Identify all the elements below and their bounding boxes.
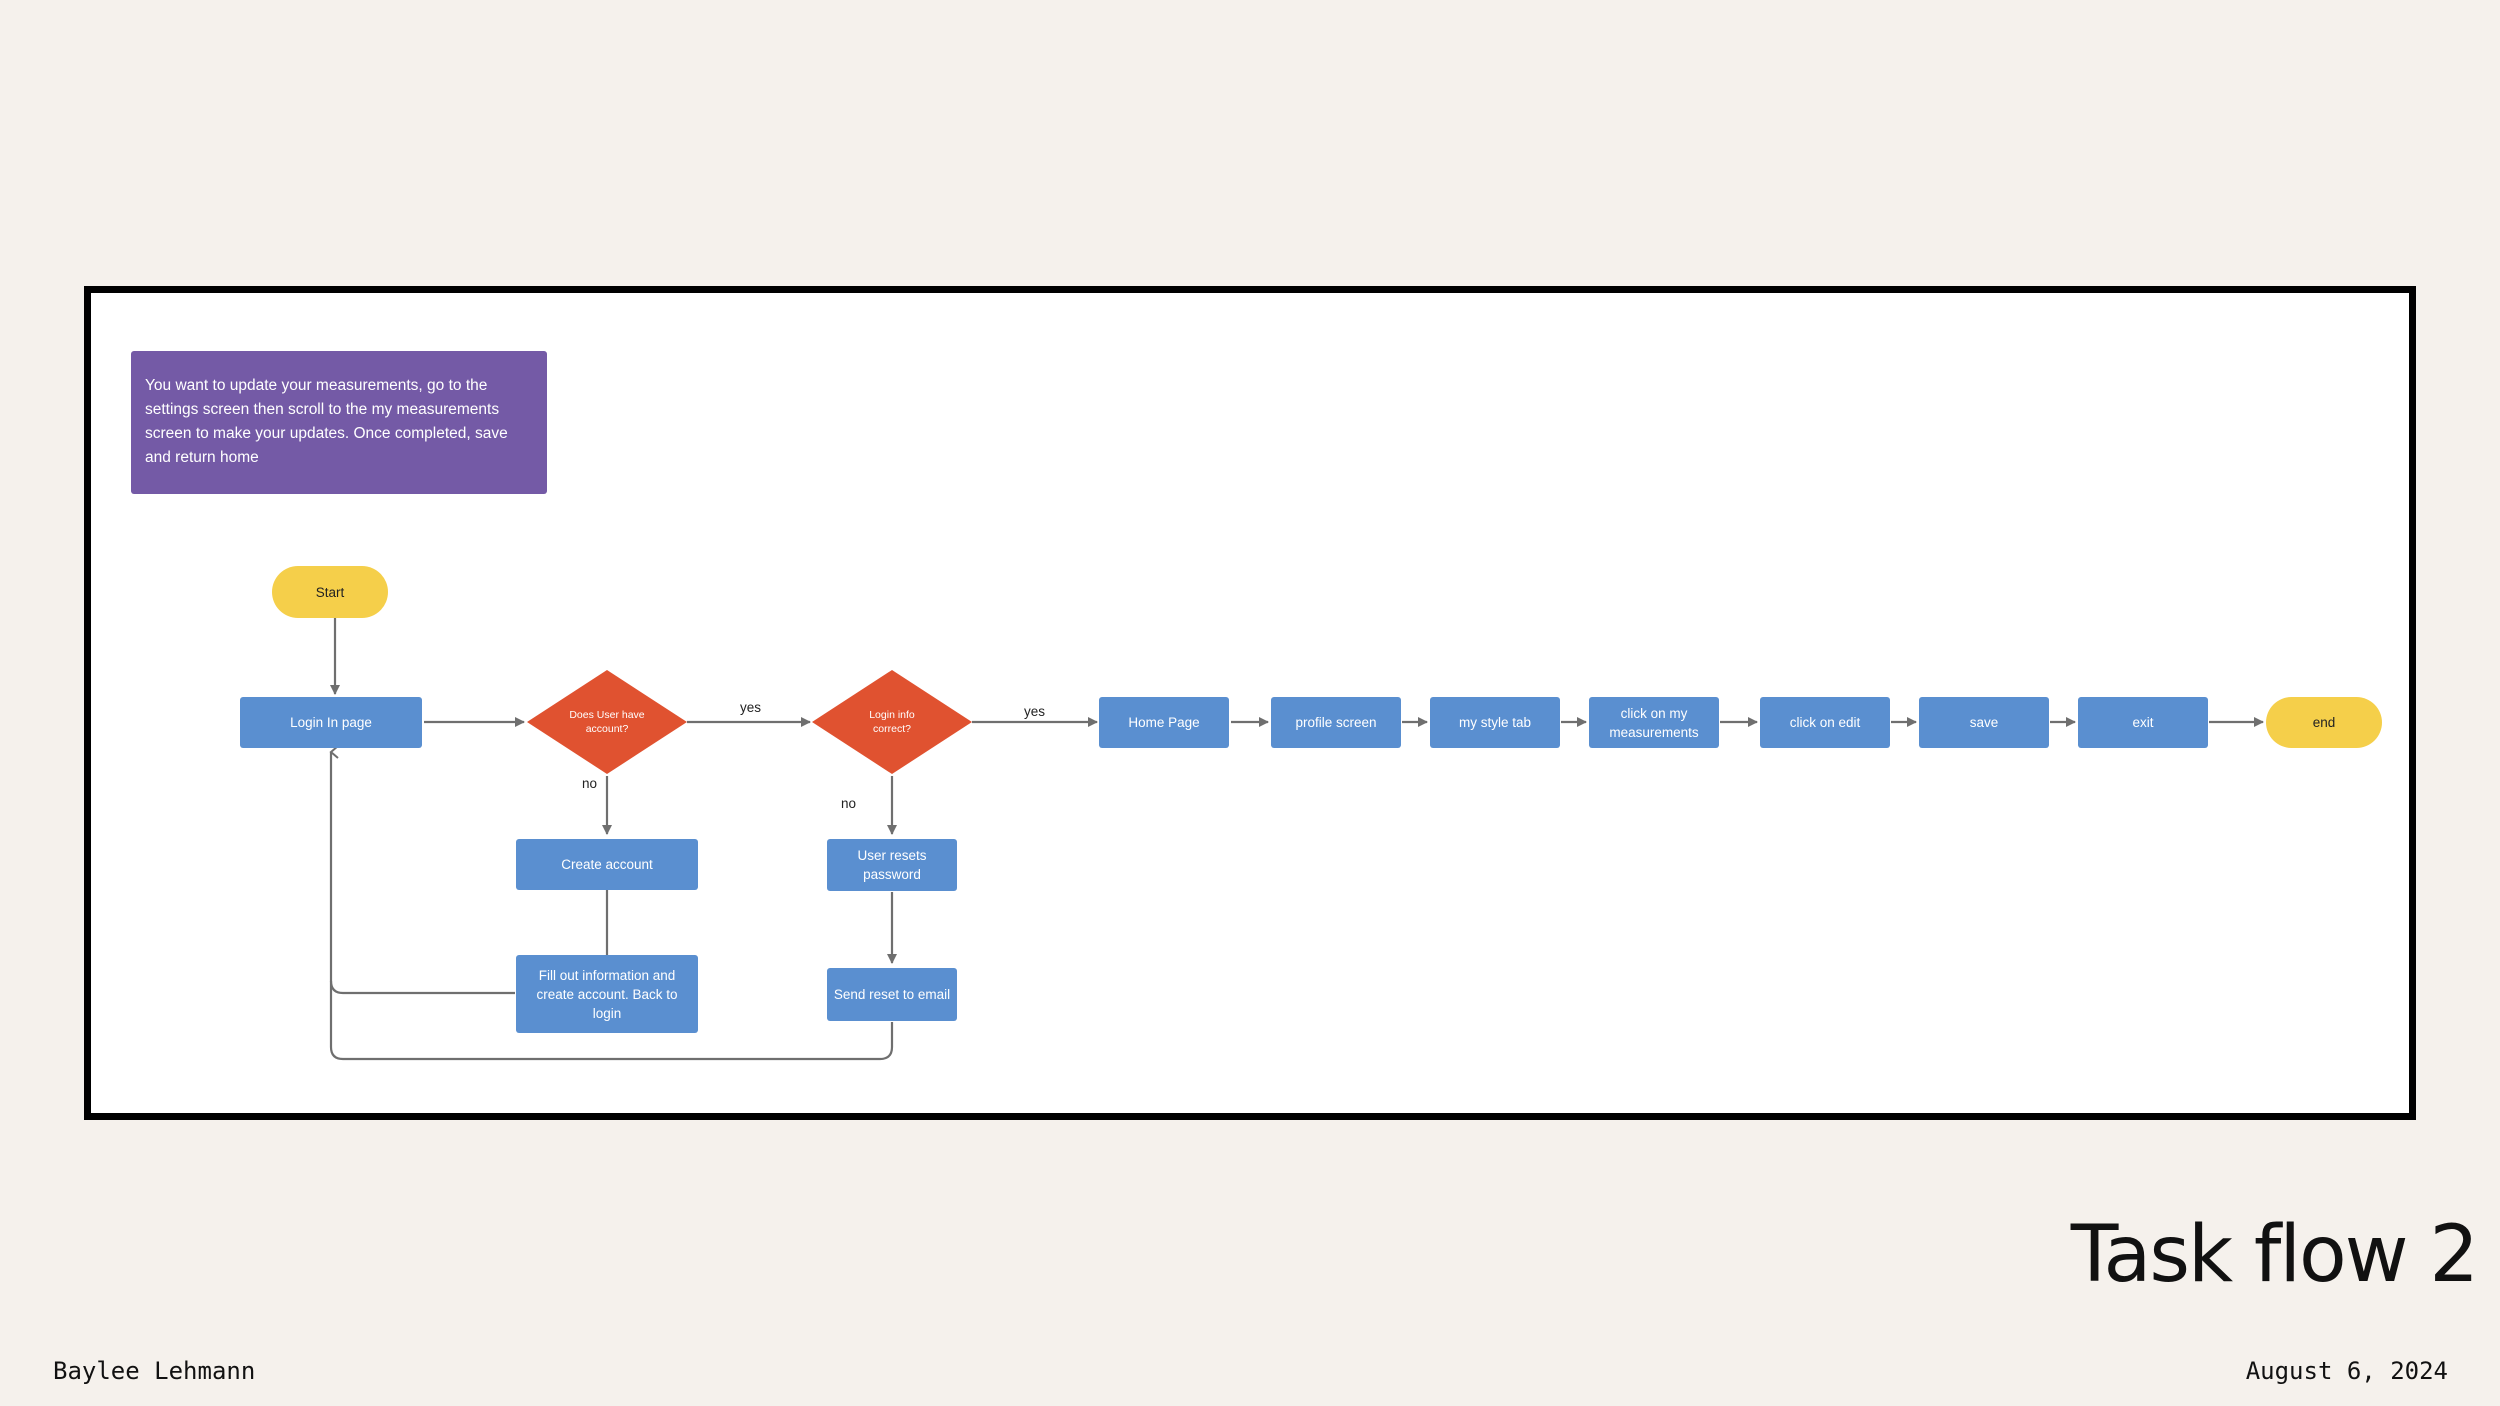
decision-login-shape [812,670,972,774]
no-label-1: no [582,776,598,791]
home-page-node: Home Page [1099,697,1229,748]
edit-node: click on edit [1760,697,1890,748]
no-label-2: no [841,796,857,811]
reset-password-node: User resets password [827,839,957,891]
create-account-node: Create account [516,839,698,890]
edge-send-login [329,981,894,1061]
send-reset-node: Send reset to email [827,968,957,1021]
scenario-note: You want to update your measurements, go… [131,351,547,494]
measurements-node: click on my measurements [1589,697,1719,748]
decision-account-label: Does User have account? [569,709,645,735]
style-tab-node: my style tab [1430,697,1560,748]
author-name: Baylee Lehmann [53,1357,256,1385]
login-page-node: Login In page [240,697,422,748]
start-node: Start [272,566,388,618]
decision-login-label: Login info correct? [869,709,915,735]
slide-date: August 6, 2024 [2245,1357,2448,1385]
save-node: save [1919,697,2049,748]
yes-label-2: yes [1024,704,1046,719]
decision-account-shape [527,670,687,774]
end-node: end [2266,697,2382,748]
slide-title: Task flow 2 [2070,1210,2479,1300]
fill-out-node: Fill out information and create account.… [516,955,698,1033]
edge-fill-login [329,745,515,995]
exit-node: exit [2078,697,2208,748]
yes-label-1: yes [740,700,762,715]
profile-screen-node: profile screen [1271,697,1401,748]
